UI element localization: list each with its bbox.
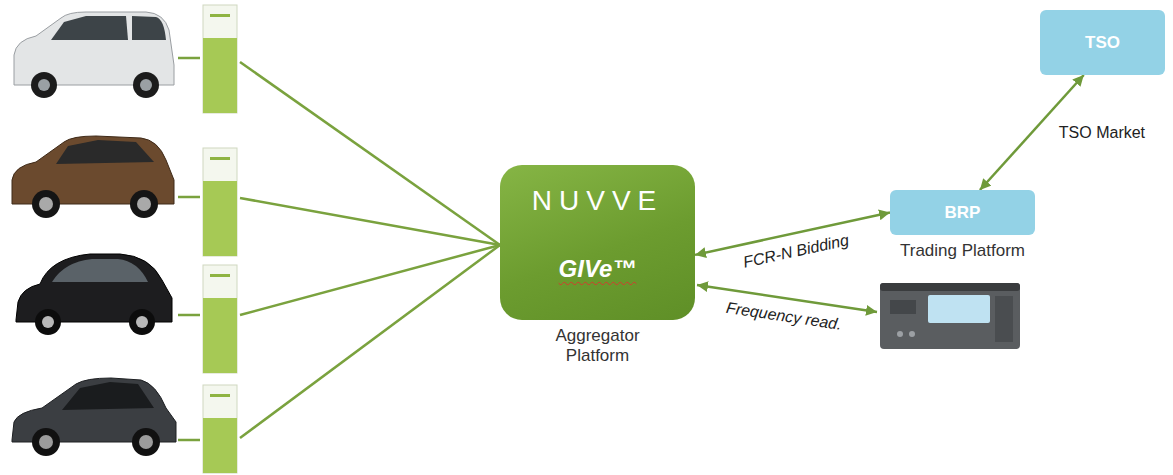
wire xyxy=(178,439,200,442)
operator-box: TSO xyxy=(1040,10,1165,75)
wire xyxy=(240,245,500,315)
trading-box-shape: BRP xyxy=(890,190,1035,235)
wire xyxy=(240,198,500,245)
chargers xyxy=(203,5,237,473)
aggregator-box-shape: NUVVE GIVe™ xyxy=(500,165,695,320)
operator-box-shape: TSO xyxy=(1040,10,1165,75)
charger-unit xyxy=(203,265,237,373)
charger-unit xyxy=(203,5,237,113)
wire xyxy=(240,62,500,245)
car-hatchback xyxy=(12,378,176,456)
arrow-label: Frequency read. xyxy=(722,298,846,335)
trading-box: BRP Trading Platform xyxy=(890,190,1035,261)
box-text: GIVe™ xyxy=(559,255,637,283)
box-text: TSO xyxy=(1085,33,1120,53)
car-compact xyxy=(16,254,172,335)
wire xyxy=(178,314,200,317)
frequency-meter xyxy=(880,283,1020,349)
aggregator-box: NUVVE GIVe™ Aggregator Platform xyxy=(500,165,695,367)
box-caption: Trading Platform xyxy=(890,241,1035,261)
wire xyxy=(240,245,500,438)
car-van xyxy=(14,12,174,98)
wire xyxy=(178,57,200,60)
box-text: NUVVE xyxy=(532,185,663,217)
wire xyxy=(178,196,200,199)
edge-label: FCR-N Bidding xyxy=(739,230,854,273)
car-suv xyxy=(12,136,174,218)
box-text: BRP xyxy=(945,203,981,223)
charger-unit xyxy=(203,385,237,473)
charger-wires xyxy=(178,58,500,440)
box-caption: Aggregator Platform xyxy=(533,326,663,367)
charger-unit xyxy=(203,148,237,256)
edge-label: TSO Market xyxy=(1056,123,1148,142)
